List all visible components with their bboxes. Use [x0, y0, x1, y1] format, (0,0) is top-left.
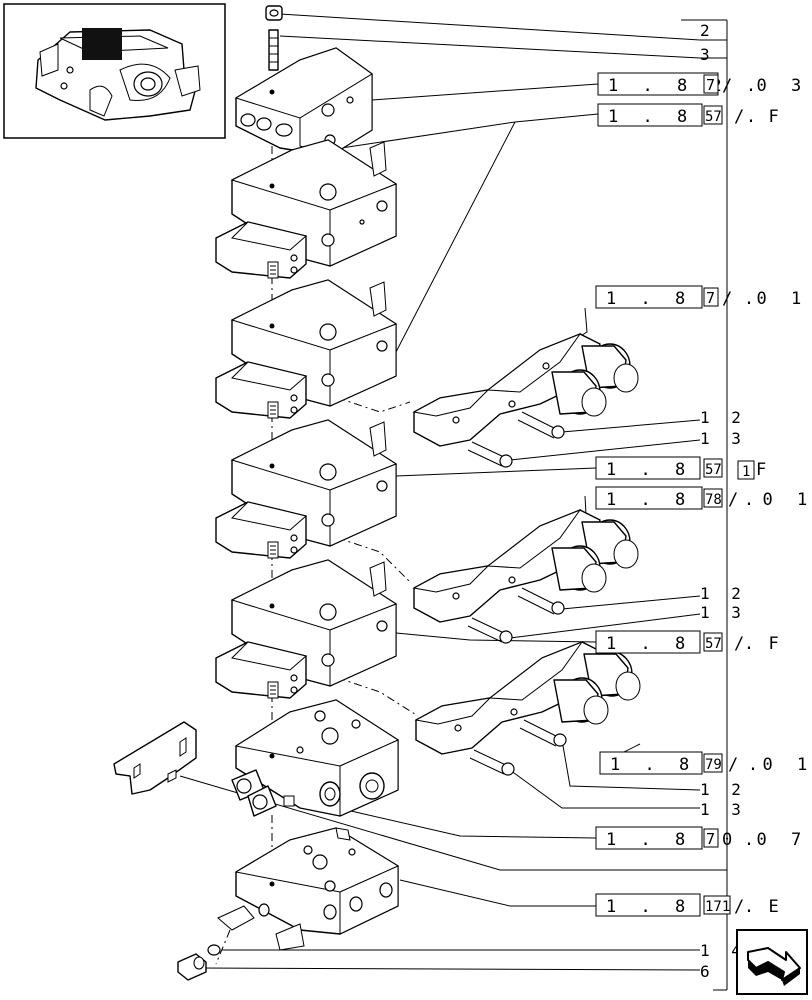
svg-text:/ E: / E [734, 897, 786, 917]
next-page-arrow-icon[interactable] [736, 929, 808, 995]
end-cover-block [217, 827, 400, 951]
part-label-13c: 1 3 [700, 800, 747, 819]
svg-text:/ 0 3 A: / 0 3 A [722, 76, 812, 96]
part-labels: 2 3 1 2 1 3 1 2 1 3 1 2 1 3 1 4 6 [700, 21, 747, 981]
reference-r5[interactable]: 1 . 8 2 . 78 / 0 1 C [595, 486, 812, 510]
reference-bracket [681, 19, 728, 991]
reference-r2[interactable]: 1 . 8 2 . 57 / F [597, 103, 786, 127]
cap-screw [265, 5, 283, 21]
part-label-12b: 1 2 [700, 584, 747, 603]
hex-plug [177, 953, 207, 981]
valve-section-2 [215, 279, 398, 419]
valve-section-3 [215, 419, 398, 559]
part-label-12a: 1 2 [700, 408, 747, 427]
reference-r3[interactable]: 1 . 8 2 . 7 / 0 1 C [595, 285, 812, 309]
svg-text:57: 57 [705, 462, 722, 478]
part-label-12c: 1 2 [700, 780, 747, 799]
svg-text:7: 7 [706, 830, 715, 848]
bolt-13-a [467, 441, 513, 468]
top-cover-block [234, 47, 373, 157]
svg-text:F: F [756, 460, 773, 480]
svg-text:79: 79 [705, 757, 722, 773]
svg-text:78: 78 [705, 492, 722, 508]
control-valve-block [231, 699, 400, 817]
bracket-plate [113, 721, 197, 795]
reference-r4[interactable]: 1 . 8 2 . 57 1 F [595, 456, 773, 480]
leader-lines [179, 13, 727, 971]
bolt-12-a [517, 411, 565, 439]
svg-text:/ 0 1 C: / 0 1 C [728, 755, 812, 775]
coupler-manifold-3 [414, 640, 641, 776]
svg-text:1 . 8 2 .: 1 . 8 2 . [608, 76, 763, 96]
coupler-manifold-2 [412, 508, 639, 644]
bolt-13-b [467, 617, 513, 644]
bolt-12-c [519, 719, 567, 747]
valve-section-1 [215, 139, 398, 279]
coupler-manifold-1 [412, 332, 639, 468]
svg-text:/ F: / F [734, 634, 786, 654]
bolt-12-b [517, 587, 565, 615]
valve-assembly-thumbnail-icon[interactable] [3, 3, 226, 139]
part-label-14: 1 4 [700, 941, 747, 960]
svg-text:/ F: / F [734, 107, 786, 127]
reference-r6[interactable]: 1 . 8 2 . 57 / F [595, 630, 786, 654]
part-label-13b: 1 3 [700, 603, 747, 622]
svg-text:/ 0 1 C: / 0 1 C [722, 289, 812, 309]
part-label-13a: 1 3 [700, 429, 747, 448]
reference-r9[interactable]: 1 . 8 2 . 171 / E [595, 893, 786, 917]
reference-r1[interactable]: 1 . 8 2 . 7 / 0 3 A [597, 72, 812, 96]
part-label-6: 6 [700, 962, 716, 981]
svg-text:171: 171 [705, 899, 730, 915]
bolt-13-c [469, 749, 515, 776]
svg-text:7: 7 [706, 76, 715, 94]
reference-r7[interactable]: 1 . 8 2 . 79 / 0 1 C [599, 751, 812, 775]
svg-text:/ 0 1 C: / 0 1 C [728, 490, 812, 510]
svg-text:7: 7 [706, 289, 715, 307]
o-ring [207, 944, 221, 956]
valve-section-4 [215, 559, 398, 699]
reference-r8[interactable]: 1 . 8 2 . 7 0 0 7 C [595, 826, 812, 850]
part-label-3: 3 [700, 45, 716, 64]
part-label-2: 2 [700, 21, 716, 40]
svg-text:57: 57 [705, 109, 722, 125]
svg-text:57: 57 [705, 636, 722, 652]
svg-text:1: 1 [742, 464, 750, 480]
stud-bolt [268, 29, 279, 71]
svg-text:0 0 7 C: 0 0 7 C [722, 830, 812, 850]
